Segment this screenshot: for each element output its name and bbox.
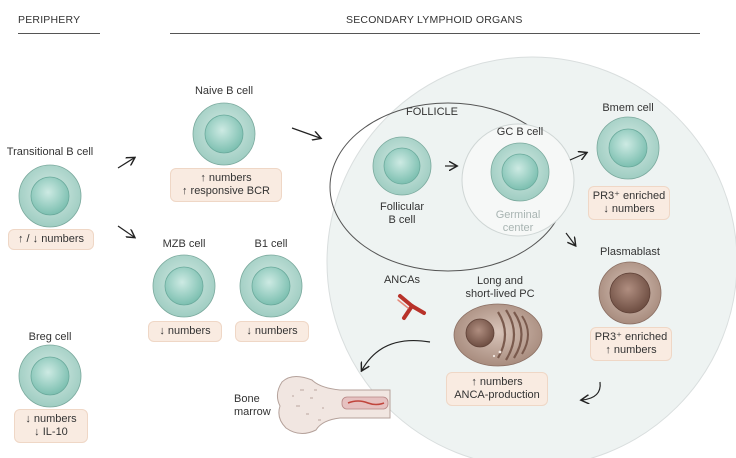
- bmem-cell-label: Bmem cell: [602, 102, 654, 114]
- transitional-b-cell-box-line: ↑ / ↓ numbers: [17, 233, 85, 245]
- bone-marrow-label: Bone marrow: [234, 393, 271, 419]
- plasma-cell: [453, 303, 543, 367]
- breg-cell-box-line: ↓ IL-10: [34, 426, 68, 438]
- bmem-cell-box: PR3⁺ enriched ↓ numbers: [588, 186, 670, 220]
- follicular-b-cell-label-line: Follicular: [379, 201, 425, 213]
- plasma-cell-box: ↑ numbers ANCA-production: [446, 372, 548, 406]
- plasmablast-box: PR3⁺ enriched ↑ numbers: [590, 327, 672, 361]
- b1-cell: [239, 254, 303, 318]
- germinal-center-label: Germinal center: [496, 209, 541, 235]
- bone-marrow-label-line: marrow: [234, 406, 271, 418]
- naive-b-cell: [192, 102, 256, 166]
- periphery-divider: [18, 33, 100, 34]
- breg-cell: [18, 344, 82, 408]
- plasmablast-box-line: PR3⁺ enriched: [594, 331, 668, 343]
- mzb-cell: [152, 254, 216, 318]
- anca-antibody-icon: [397, 294, 426, 320]
- follicle-label: FOLLICLE: [406, 106, 458, 118]
- bone-marrow-icon: [276, 376, 391, 434]
- plasmablast-box-line: ↑ numbers: [605, 344, 657, 356]
- periphery-section-title: PERIPHERY: [18, 14, 81, 26]
- bmem-cell-box-line: ↓ numbers: [603, 203, 655, 215]
- ancas-label: ANCAs: [383, 274, 421, 286]
- plasma-cell-label-line: Long and: [477, 275, 523, 287]
- plasma-cell-box-line: ANCA-production: [454, 389, 540, 401]
- naive-b-cell-box-line: ↑ numbers: [200, 172, 252, 184]
- plasma-cell-label-line: short-lived PC: [465, 288, 535, 300]
- b1-cell-box: ↓ numbers: [235, 321, 309, 342]
- germinal-center-label-line: center: [502, 222, 534, 234]
- naive-b-cell-label: Naive B cell: [194, 85, 254, 97]
- follicular-b-cell-label: Follicular B cell: [380, 201, 424, 227]
- b1-cell-box-line: ↓ numbers: [246, 325, 298, 337]
- plasma-cell-label: Long and short-lived PC: [465, 275, 534, 301]
- breg-cell-box: ↓ numbers ↓ IL-10: [14, 409, 88, 443]
- gc-b-cell-label: GC B cell: [496, 126, 544, 138]
- germinal-center-label-line: Germinal: [495, 209, 541, 221]
- breg-cell-label: Breg cell: [28, 331, 72, 343]
- mzb-cell-box: ↓ numbers: [148, 321, 222, 342]
- flow-arrows: [117, 127, 601, 400]
- mzb-cell-box-line: ↓ numbers: [159, 325, 211, 337]
- breg-cell-box-line: ↓ numbers: [25, 413, 77, 425]
- plasmablast-label: Plasmablast: [600, 246, 660, 258]
- bone-marrow-label-line: Bone: [234, 393, 260, 405]
- transitional-b-cell-label: Transitional B cell: [6, 146, 94, 158]
- mzb-cell-label: MZB cell: [162, 238, 206, 250]
- secondary-lymphoid-divider: [170, 33, 700, 34]
- gc-b-cell: [490, 142, 550, 202]
- bmem-cell-box-line: PR3⁺ enriched: [592, 190, 666, 202]
- naive-b-cell-box-line: ↑ responsive BCR: [181, 185, 271, 197]
- plasma-cell-box-line: ↑ numbers: [471, 376, 523, 388]
- follicular-b-cell: [372, 136, 432, 196]
- bmem-cell: [596, 116, 660, 180]
- transitional-b-cell: [18, 164, 82, 228]
- transitional-b-cell-box: ↑ / ↓ numbers: [8, 229, 94, 250]
- plasmablast-cell: [598, 261, 662, 325]
- follicular-b-cell-label-line: B cell: [388, 214, 416, 226]
- naive-b-cell-box: ↑ numbers ↑ responsive BCR: [170, 168, 282, 202]
- secondary-lymphoid-section-title: SECONDARY LYMPHOID ORGANS: [346, 14, 523, 26]
- b1-cell-label: B1 cell: [254, 238, 288, 250]
